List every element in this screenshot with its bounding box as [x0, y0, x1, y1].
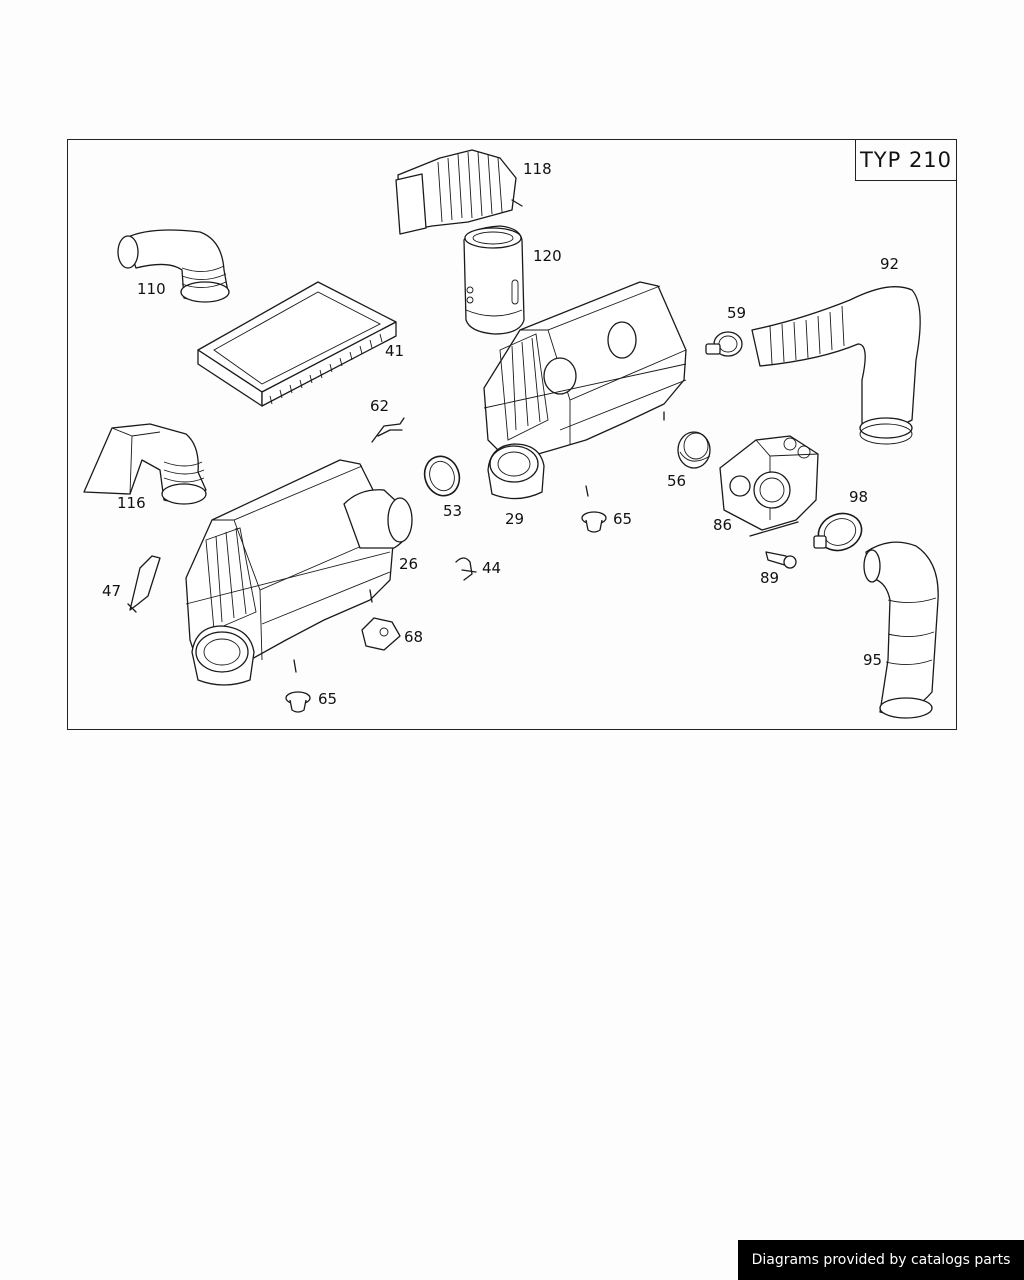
part-65-grommet-lower — [285, 691, 311, 713]
callout-41: 41 — [385, 342, 405, 360]
part-86-air-mass-meter — [719, 435, 819, 531]
type-label: TYP 210 — [855, 140, 956, 181]
part-62-clip — [371, 417, 405, 443]
callout-47: 47 — [102, 582, 122, 600]
part-44-clip — [455, 557, 477, 581]
part-68-mount — [361, 617, 401, 651]
callout-98: 98 — [849, 488, 869, 506]
callout-92: 92 — [880, 255, 900, 273]
part-110-elbow-hose — [117, 229, 230, 303]
callout-29: 29 — [505, 510, 525, 528]
callout-26: 26 — [399, 555, 419, 573]
callout-116: 116 — [117, 494, 146, 512]
part-120-filter-sleeve — [463, 225, 525, 335]
callout-120: 120 — [533, 247, 562, 265]
callout-53: 53 — [443, 502, 463, 520]
callout-62: 62 — [370, 397, 390, 415]
part-53-seal-ring — [423, 455, 461, 497]
callout-86: 86 — [713, 516, 733, 534]
part-59-clamp — [705, 331, 743, 357]
callout-44: 44 — [482, 559, 502, 577]
part-26-filter-housing — [185, 459, 413, 686]
part-47-bracket — [127, 555, 161, 613]
callout-110: 110 — [137, 280, 166, 298]
callout-68: 68 — [404, 628, 424, 646]
callout-65-lower: 65 — [318, 690, 338, 708]
part-65-grommet-upper — [581, 511, 607, 533]
callout-89: 89 — [760, 569, 780, 587]
part-95-hose — [863, 541, 939, 719]
part-118-intake-duct — [395, 149, 523, 235]
part-98-clamp — [813, 512, 863, 552]
callout-118: 118 — [523, 160, 552, 178]
callout-56: 56 — [667, 472, 687, 490]
callout-65-upper: 65 — [613, 510, 633, 528]
part-92-hose — [751, 286, 921, 445]
callout-95: 95 — [863, 651, 883, 669]
part-41-filter-element — [197, 281, 397, 407]
credit-banner: Diagrams provided by catalogs parts — [738, 1240, 1024, 1280]
part-116-scoop-hose — [83, 423, 207, 505]
part-29-filter-housing — [483, 281, 687, 500]
callout-59: 59 — [727, 304, 747, 322]
part-89-bolt — [749, 521, 799, 569]
part-56-sleeve — [677, 431, 711, 469]
